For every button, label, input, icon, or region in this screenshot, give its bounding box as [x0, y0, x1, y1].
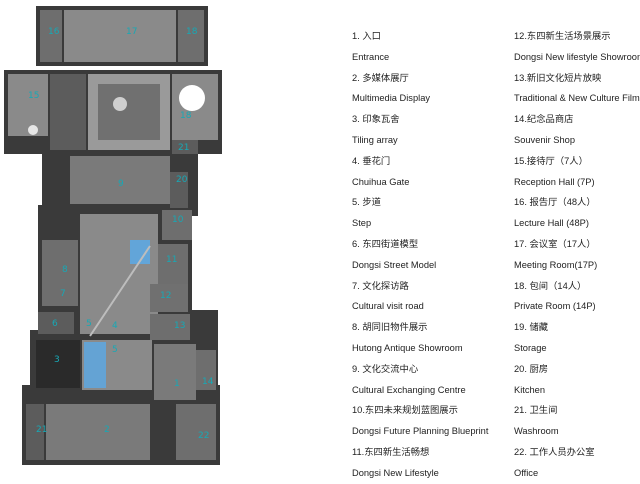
- legend-en-label: Lecture Hall (48P): [514, 218, 589, 229]
- room-number-label: 18: [180, 111, 192, 121]
- kitchen-floor: [170, 172, 188, 208]
- tiling-array-floor: [36, 340, 80, 388]
- legend-cn-label: 20. 厨房: [514, 363, 549, 374]
- legend-cn-label: 5. 步道: [352, 197, 381, 208]
- legend-cn-label: 14.纪念品商店: [514, 114, 574, 125]
- legend-cn-label: 22. 工作人员办公室: [514, 446, 595, 457]
- legend-cn-label: 8. 胡同旧物件展示: [352, 322, 428, 333]
- room-number-label: 7: [60, 289, 66, 299]
- legend-cn-label: 6. 东四街道模型: [352, 238, 419, 249]
- legend-cn-label: 11.东四新生活畅想: [352, 446, 430, 457]
- room-number-label: 8: [62, 265, 68, 275]
- blueprint-floor: [162, 210, 192, 240]
- office-floor: [176, 404, 216, 460]
- showroom-floor: [150, 284, 188, 312]
- lifestyle-floor: [158, 244, 188, 284]
- legend-cn-label: 4. 垂花门: [352, 155, 391, 166]
- room-number-label: 6: [52, 319, 58, 329]
- legend-en-label: Multimedia Display: [352, 93, 431, 104]
- legend-en-label: Reception Hall (7P): [514, 176, 595, 187]
- room-number-label: 12: [160, 291, 171, 301]
- film-floor: [150, 314, 190, 340]
- room-number-label: 21: [178, 143, 189, 153]
- room-number-label: 22: [198, 431, 209, 441]
- legend-en-label: Souvenir Shop: [514, 134, 575, 145]
- legend-cn-label: 13.新旧文化短片放映: [514, 72, 602, 83]
- legend-en-label: Traditional & New Culture Film: [514, 93, 640, 104]
- legend-en-label: Meeting Room(17P): [514, 259, 598, 270]
- legend-en-label: Cultural visit road: [352, 301, 424, 312]
- room-number-label: 11: [166, 255, 177, 265]
- legend-cn-label: 16. 报告厅（48人）: [514, 197, 596, 208]
- legend-cn-label: 10.东四未来规划蓝图展示: [352, 405, 458, 416]
- washroom-top: [172, 140, 198, 154]
- room-number-label: 14: [202, 377, 214, 387]
- room-number-label: 5: [86, 319, 92, 329]
- room-number-label: 3: [54, 355, 60, 365]
- legend-cn-label: 12.东四新生活场景展示: [514, 31, 611, 41]
- garden-left: [50, 74, 86, 150]
- lecture-hall-floor: [40, 10, 62, 62]
- room-number-label: 21: [36, 425, 47, 435]
- round-table: [179, 85, 205, 111]
- legend-cn-label: 17. 会议室（17人）: [514, 238, 596, 249]
- room-number-label: 18: [186, 27, 198, 37]
- reception-hall-floor: [8, 74, 48, 136]
- legend-en-label: Washroom: [514, 426, 559, 437]
- legend-en-label: Dongsi Future Planning Blueprint: [352, 426, 489, 437]
- room-number-label: 9: [118, 179, 124, 189]
- room-number-label: 2: [104, 425, 110, 435]
- entrance-floor: [154, 344, 196, 400]
- cultural-centre-floor: [70, 156, 170, 204]
- legend-en-label: Dongsi Street Model: [352, 259, 437, 270]
- legend-en-label: Cultural Exchanging Centre: [352, 384, 466, 395]
- courtyard-disc: [113, 97, 127, 111]
- legend-en-label: Step: [352, 218, 372, 229]
- room-number-label: 5: [112, 345, 118, 355]
- legend-en-label: Private Room (14P): [514, 301, 596, 312]
- legend-cn-label: 18. 包间（14人）: [514, 280, 587, 291]
- legend-en-label: Office: [514, 467, 539, 478]
- legend-cn-label: 1. 入口: [352, 31, 381, 41]
- meeting-room-floor: [64, 10, 176, 62]
- rooms: [8, 10, 218, 460]
- legend-en-label: Dongsi New lifestyle Showroom: [514, 51, 640, 62]
- antique-showroom-floor: [42, 240, 78, 306]
- room-number-label: 13: [174, 321, 185, 331]
- reception-table: [28, 125, 38, 135]
- legend-en-label: Tiling array: [352, 134, 398, 145]
- room-number-label: 10: [172, 215, 184, 225]
- room-number-label: 1: [174, 379, 180, 389]
- legend-cn-label: 21. 卫生间: [514, 405, 558, 416]
- visit-road-floor: [80, 214, 158, 334]
- legend-cn-label: 7. 文化探访路: [352, 280, 409, 291]
- washroom-bottom: [26, 404, 44, 460]
- legend-cn-label: 2. 多媒体展厅: [352, 72, 409, 83]
- legend-cn-label: 9. 文化交流中心: [352, 363, 419, 374]
- water-features: [84, 240, 150, 388]
- room-number-label: 4: [112, 321, 118, 331]
- diagonal-walkway: [89, 245, 151, 337]
- room-number-label: 16: [48, 27, 60, 37]
- legend-en-label: Storage: [514, 342, 547, 353]
- street-model-floor: [38, 312, 74, 334]
- legend-en-label: Entrance: [352, 51, 390, 62]
- courtyard-inner: [98, 84, 160, 140]
- souvenir-shop-floor: [196, 350, 216, 390]
- multimedia-floor: [46, 404, 150, 460]
- legend-cn-label: 3. 印象瓦舍: [352, 114, 400, 125]
- storage-floor: [178, 10, 204, 62]
- room-legend: 1. 入口 12.东四新生活场景展示 Entrance Dongsi New life…: [352, 26, 640, 478]
- legend-en-label: Dongsi New Lifestyle: [352, 467, 439, 478]
- legend-en-label: Kitchen: [514, 384, 546, 395]
- room-number-label: 17: [126, 27, 137, 37]
- room-number-label: 20: [176, 175, 188, 185]
- legend-cn-label: 15.接待厅（7人）: [514, 155, 588, 166]
- room-number-label: 15: [28, 91, 39, 101]
- legend-en-label: Hutong Antique Showroom: [352, 342, 463, 353]
- legend-en-label: Chuihua Gate: [352, 176, 410, 187]
- legend-cn-label: 19. 储藏: [514, 322, 549, 333]
